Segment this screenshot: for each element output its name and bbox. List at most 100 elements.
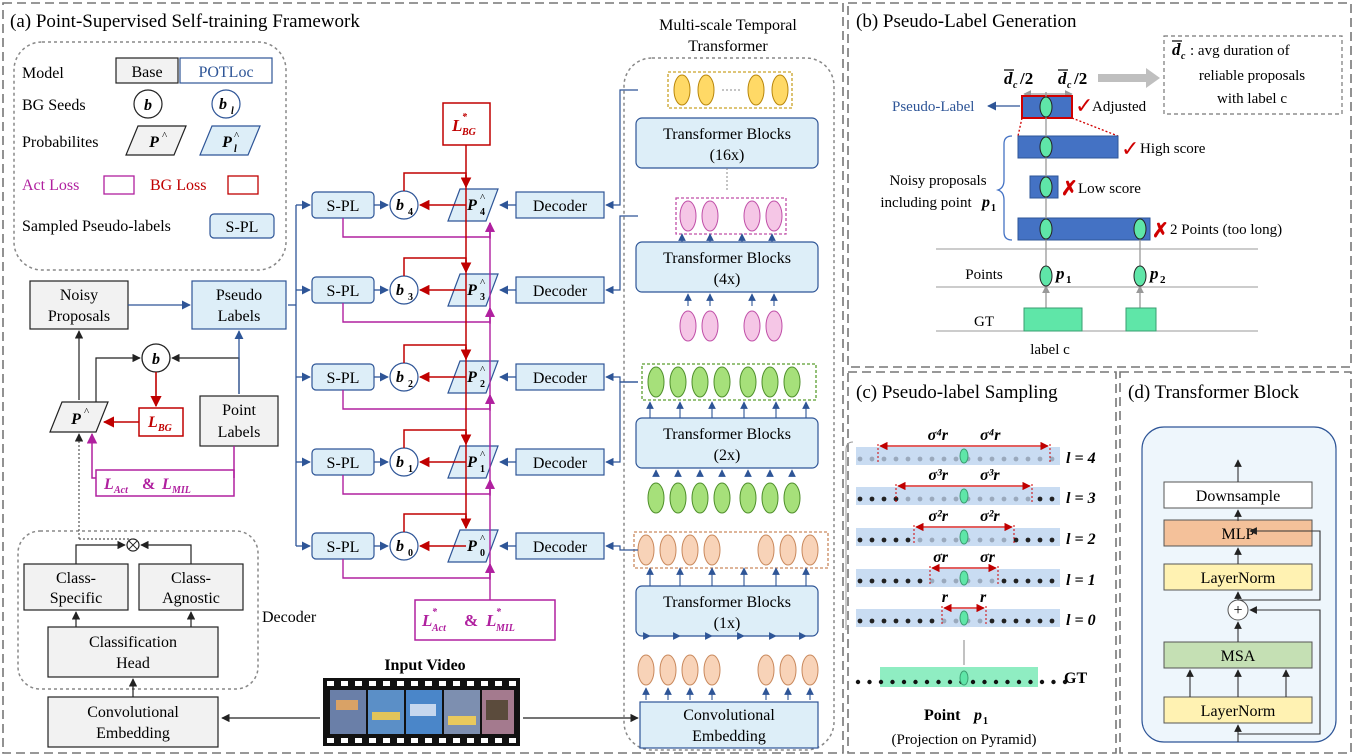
green-token — [691, 482, 709, 514]
yellow-token — [673, 74, 691, 106]
legend-bgseeds-label: BG Seeds — [22, 97, 86, 114]
long-cross: ✗ — [1152, 220, 1169, 242]
c-level-dot — [1001, 537, 1007, 543]
dc-note-arrow — [1098, 68, 1160, 88]
c-gt-dot — [1016, 679, 1022, 685]
peach-token — [801, 654, 819, 686]
panel-a-frame — [2, 2, 844, 754]
green-token — [761, 366, 779, 398]
c-level-dot — [857, 537, 863, 543]
c-level-dot — [977, 537, 983, 543]
c-level-dot — [893, 537, 899, 543]
pseudo-labels-line2: Labels — [218, 308, 261, 325]
legend-potloc-box — [179, 57, 273, 84]
class-agnostic-box — [138, 563, 244, 611]
c-level-dot — [1049, 578, 1055, 584]
c-level-dot — [905, 618, 911, 624]
legend-pl-hat: ^ — [234, 130, 240, 142]
b-level-text: b — [396, 282, 404, 299]
film-hole — [509, 681, 516, 686]
c-level-sigma-left: σ³r — [928, 467, 948, 484]
point-marker — [1133, 218, 1147, 240]
decoder-text: Decoder — [533, 539, 588, 556]
lbg-text: L — [147, 414, 158, 431]
arrow-p-to-b — [95, 353, 141, 402]
dc-note-line2: reliable proposals — [1199, 68, 1305, 84]
points-label: Points — [965, 267, 1003, 283]
green-token — [647, 482, 665, 514]
layernorm-top-box — [1163, 563, 1313, 591]
yellow-token — [697, 74, 715, 106]
mtt-to-decoder — [605, 215, 638, 295]
c-level-dot — [989, 618, 995, 624]
transformer-blocks-scale: (2x) — [714, 447, 741, 464]
p-level-hat: ^ — [480, 277, 486, 289]
c-level-dot — [953, 537, 959, 543]
c-level-dot — [1037, 456, 1043, 462]
dc-half-left-tail: /2 — [1019, 69, 1033, 88]
p-level-hat: ^ — [480, 533, 486, 545]
b-level-sub: 2 — [408, 379, 413, 390]
film-hole — [341, 681, 348, 686]
conv-embedding-left-box — [47, 696, 219, 748]
red-b-to-p — [403, 344, 472, 363]
b-level-sub: 3 — [408, 292, 413, 303]
low-score-cross: ✗ — [1061, 178, 1078, 200]
c-level-sigma-right: σ²r — [980, 508, 1000, 525]
c-level-bar — [856, 528, 1060, 546]
film-hole — [453, 681, 460, 686]
c-level-dot — [1025, 578, 1031, 584]
b-level-sub: 0 — [408, 548, 413, 559]
point-marker — [1039, 265, 1053, 287]
c-level-dot — [929, 496, 935, 502]
c-gt-point — [959, 670, 969, 686]
c-level-dot — [893, 496, 899, 502]
high-score-proposal — [1017, 135, 1119, 159]
noisy-including-p1-sub: 1 — [991, 203, 996, 214]
c-level-dot — [941, 496, 947, 502]
pseudo-label-text: Pseudo-Label — [892, 99, 974, 115]
c-level-dot — [1013, 537, 1019, 543]
c-level-dot — [1049, 537, 1055, 543]
d-residual-top — [1238, 527, 1321, 601]
c-level-dot — [953, 496, 959, 502]
peach-token — [779, 534, 797, 566]
film-hole — [369, 681, 376, 686]
p-level-hat: ^ — [480, 449, 486, 461]
legend-act-loss-box — [103, 175, 135, 195]
transformer-blocks-box — [635, 241, 819, 293]
transformer-blocks-text: Transformer Blocks — [663, 426, 791, 443]
class-specific-line2: Specific — [50, 590, 102, 607]
c-level-dot — [869, 537, 875, 543]
p-level-sub: 2 — [480, 379, 485, 390]
legend-prob-label: Probabilites — [22, 134, 98, 151]
conv-embedding-left-line2: Embedding — [96, 725, 170, 742]
c-gt-dot — [867, 679, 872, 685]
film-hole — [355, 681, 362, 686]
pink-token — [701, 310, 719, 342]
plus-text-bottom: + — [1233, 602, 1242, 619]
c-level-dot — [1049, 456, 1055, 462]
decoder-text: Decoder — [533, 283, 588, 300]
p2-label-sub: 2 — [1160, 274, 1166, 286]
noisy-proposals-line2: Proposals — [48, 308, 110, 325]
lact-text: L — [103, 476, 114, 493]
c-level-bar — [856, 569, 1060, 587]
c-level-sigma-left: σr — [933, 549, 949, 566]
conv-embedding-left-line1: Convolutional — [87, 704, 179, 721]
legend-pl-text: P — [221, 134, 232, 151]
high-score-text: High score — [1140, 141, 1206, 157]
c-level-dot — [893, 618, 899, 624]
c-level-dot — [977, 456, 983, 462]
point-labels-line2: Labels — [218, 424, 261, 441]
p-level-text: P — [466, 454, 477, 471]
p2-label: p — [1148, 264, 1159, 283]
c-gt-dot — [1051, 679, 1056, 685]
c-level-dot — [1037, 496, 1043, 502]
c-level-dot — [977, 618, 983, 624]
film-hole — [397, 681, 404, 686]
green-token — [669, 482, 687, 514]
c-gt-dot — [947, 679, 953, 685]
point-marker — [1039, 218, 1053, 240]
c-level-dot — [917, 578, 923, 584]
